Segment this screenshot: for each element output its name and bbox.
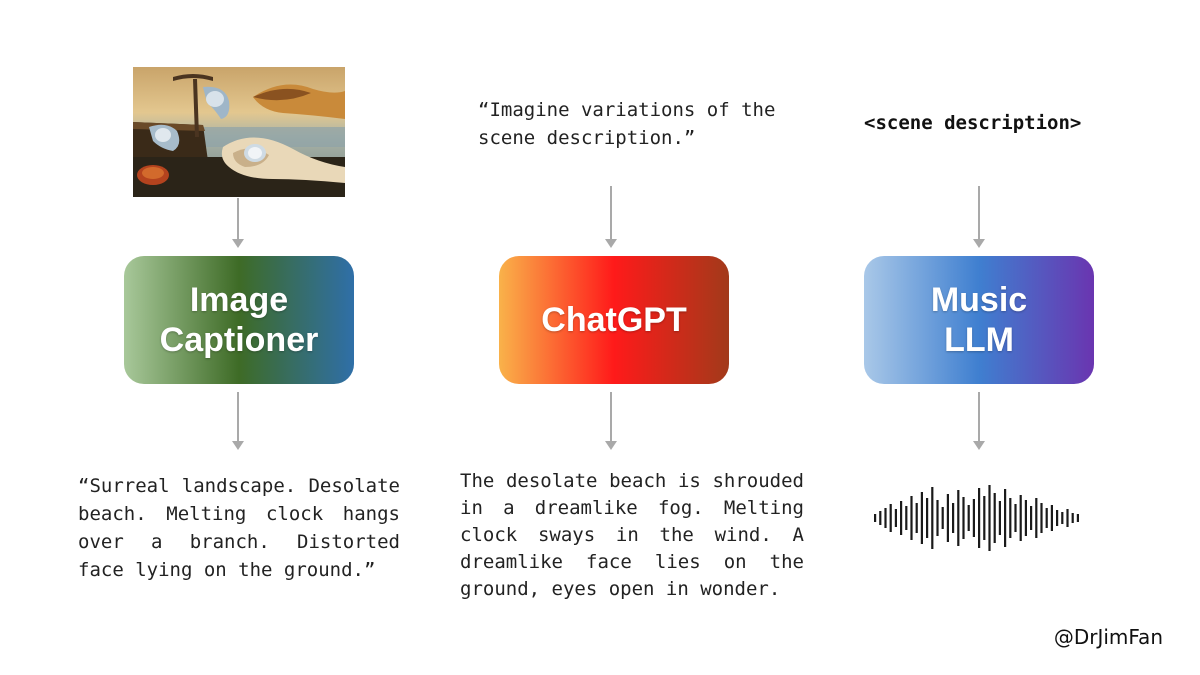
image-captioner-box: Image Captioner [124,256,354,384]
waveform-bar [967,505,970,531]
image-captioner-label: Image Captioner [159,281,319,359]
waveform-bar [1071,513,1074,523]
waveform-bar [1076,514,1079,522]
waveform-bar [1056,510,1059,526]
chatgpt-box: ChatGPT [499,256,729,384]
arrow-down [231,392,245,450]
arrow-down [972,186,986,248]
waveform-bar [941,507,944,529]
waveform-bar [998,501,1001,535]
arrow-down [604,392,618,450]
scene-variation-text: The desolate beach is shrouded in a drea… [460,470,804,600]
prompt-text: “Imagine variations of the scene descrip… [478,99,776,149]
audio-waveform-icon [870,480,1084,556]
waveform-bar [879,511,882,525]
waveform-bar [926,498,929,538]
waveform-bar [952,503,955,533]
waveform-bar [1009,498,1012,538]
waveform-bar [1050,505,1053,531]
scene-description-label: <scene description> [864,112,1082,134]
waveform-bar [1035,498,1038,538]
waveform-bar [874,514,877,522]
waveform-bar [931,487,934,549]
waveform-bar [993,493,996,543]
waveform-bar [1019,495,1022,541]
waveform-bar [983,496,986,540]
chatgpt-label: ChatGPT [541,301,687,339]
waveform-bar [915,503,918,533]
music-llm-box: Music LLM [864,256,1094,384]
waveform-bar [900,501,903,535]
arrow-down [972,392,986,450]
arrow-down [604,186,618,248]
waveform-bar [978,488,981,548]
waveform-bar [905,506,908,530]
waveform-bar [910,496,913,540]
waveform-bar [972,499,975,537]
waveform-bar [1040,503,1043,533]
waveform-bar [889,504,892,532]
waveform-bar [962,497,965,539]
waveform-bar [1066,509,1069,527]
waveform-bar [1045,508,1048,528]
waveform-bar [1014,504,1017,532]
waveform-bar [946,494,949,542]
waveform-bar [894,509,897,527]
surreal-painting-image [133,67,345,197]
arrow-down [231,198,245,248]
caption-output-text: “Surreal landscape. Desolate beach. Melt… [78,475,400,581]
music-llm-label: Music LLM [930,281,1028,359]
waveform-bar [988,485,991,551]
waveform-bar [957,490,960,546]
waveform-bar [1030,506,1033,530]
waveform-bar [920,492,923,544]
waveform-bar [1061,512,1064,524]
waveform-bar [884,508,887,528]
author-handle: @DrJimFan [1053,625,1163,649]
waveform-bar [1004,489,1007,547]
waveform-bar [1024,500,1027,536]
waveform-bar [936,500,939,536]
